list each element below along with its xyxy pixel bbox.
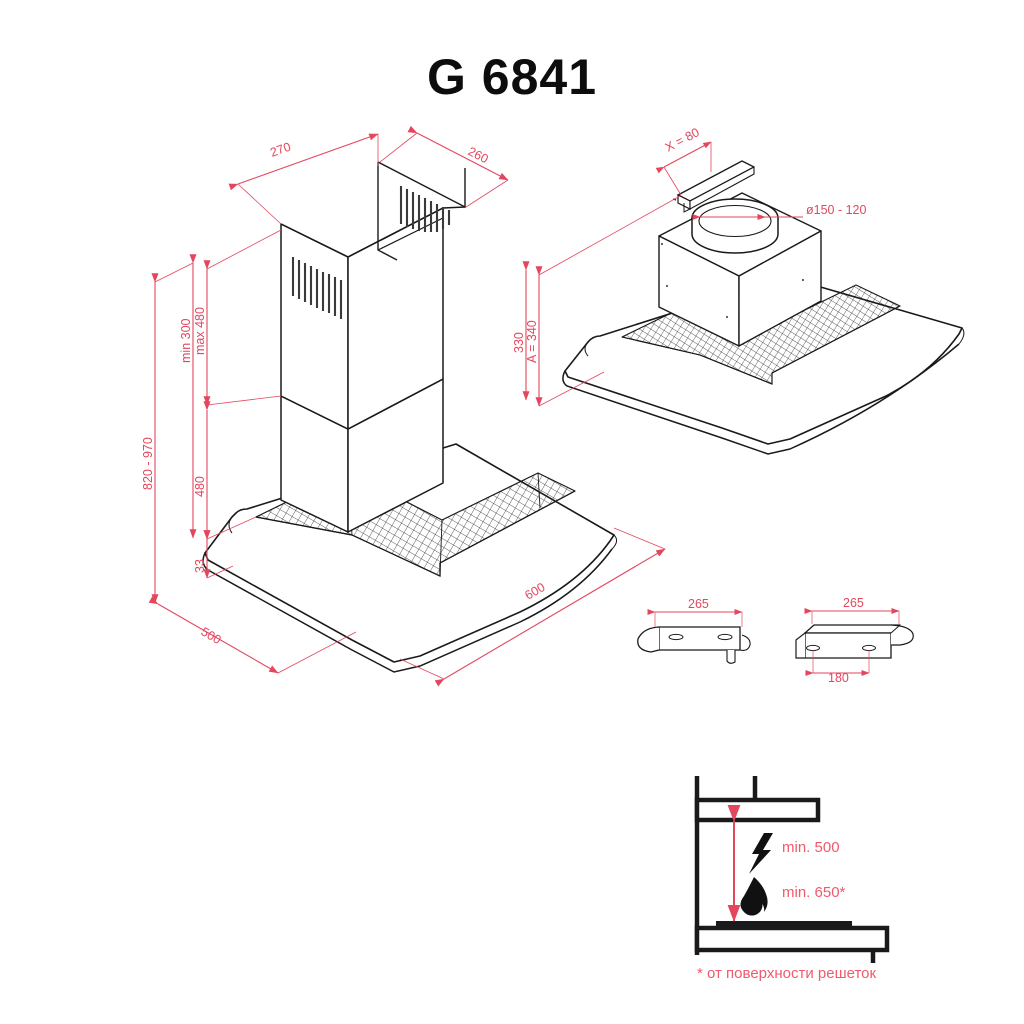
dim-label-max-480: max 480	[193, 307, 207, 355]
dim-body-height: 330	[512, 261, 530, 401]
electric-clearance-label: min. 500	[782, 839, 840, 856]
dim-bracket-width-left: 265	[647, 597, 743, 627]
front-isometric-view: 270 260 min 300 max 480	[141, 125, 666, 687]
dim-label-33: 33	[193, 559, 207, 573]
gas-clearance-label: min. 650*	[782, 884, 846, 901]
dim-label-260: 260	[466, 144, 491, 166]
dim-label-480: 480	[193, 476, 207, 497]
countertop	[694, 925, 890, 953]
dim-chimney-top-depth: 260	[379, 125, 509, 208]
dim-chimney-top-width: 270	[228, 133, 379, 225]
dim-label-bracket-265-left: 265	[688, 597, 709, 611]
vent-slots-left	[291, 257, 343, 319]
upper-chimney	[280, 161, 466, 430]
mounting-bracket-top	[672, 160, 755, 213]
dim-label-500: 500	[199, 624, 224, 647]
dim-label-bracket-265-right: 265	[843, 596, 864, 610]
lightning-bolt-icon	[749, 833, 773, 874]
dim-canopy-thickness: 33	[193, 516, 257, 579]
dim-bracket-width-right: 265	[804, 596, 900, 624]
dim-label-330: 330	[512, 332, 526, 353]
installation-clearance-diagram: min. 500 min. 650* * от поверхности реше…	[694, 776, 890, 982]
page-title: G 6841	[426, 49, 597, 105]
cooktop-hob-plate	[716, 921, 852, 928]
dim-lower-chimney-height: 480	[193, 401, 211, 540]
dim-label-820-970: 820 - 970	[141, 437, 155, 490]
hood-canopy-bar	[694, 797, 821, 823]
dim-chimney-max-height: max 480	[193, 229, 282, 406]
dim-label-bracket-180: 180	[828, 671, 849, 685]
bracket-detail-side: 265	[637, 597, 751, 664]
dim-label-a340: A = 340	[525, 320, 539, 363]
dim-assembly-height: A = 340	[525, 195, 681, 407]
bracket-detail-front: 265 180	[795, 596, 914, 685]
dim-bracket-hole-spacing: 180	[805, 650, 870, 685]
dim-chimney-min-height: min 300	[179, 254, 197, 539]
dim-label-270: 270	[268, 140, 292, 160]
duct-outlet-ring	[691, 198, 779, 254]
top-isometric-view: X = 80 ø150 - 120 330 A = 340	[512, 125, 965, 455]
flame-icon	[740, 877, 768, 916]
dim-label-duct-diameter: ø150 - 120	[806, 203, 867, 217]
dim-total-height-range: 820 - 970	[141, 262, 194, 604]
clearance-footnote: * от поверхности решеток	[697, 965, 876, 982]
dim-label-min-300: min 300	[179, 318, 193, 363]
vent-slots-right	[399, 186, 451, 232]
dim-duct-diameter: ø150 - 120	[692, 203, 867, 221]
